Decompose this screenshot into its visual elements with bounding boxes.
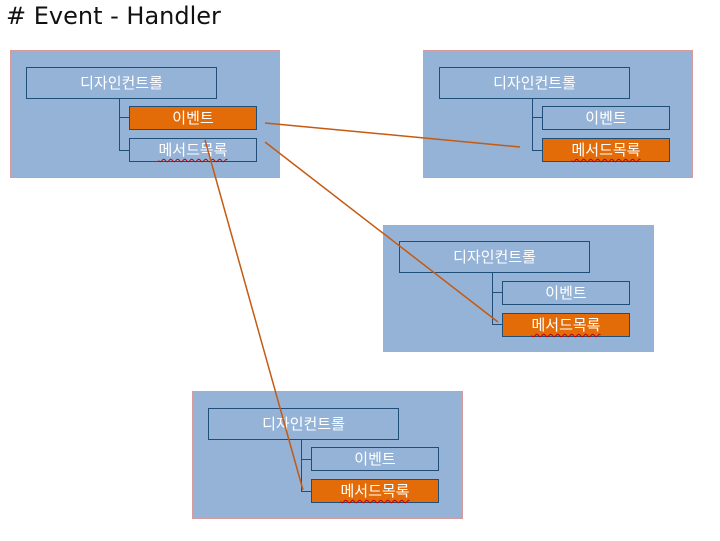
connector-to-bottom — [204, 139, 304, 491]
event-box: 이벤트 — [311, 447, 439, 471]
design-control-box: 디자인컨트롤 — [26, 67, 217, 99]
tree-branch — [119, 117, 129, 118]
methods-box: 메서드목록 — [502, 313, 630, 337]
tree-branch — [301, 459, 311, 460]
tree-line — [301, 440, 302, 492]
tree-branch — [532, 117, 542, 118]
design-control-box: 디자인컨트롤 — [399, 241, 590, 273]
connector-to-top-right — [264, 122, 521, 148]
tree-branch — [119, 150, 129, 151]
methods-box: 메서드목록 — [129, 138, 257, 162]
event-box: 이벤트 — [542, 106, 670, 130]
connector-to-middle-right — [264, 141, 499, 323]
tree-branch — [301, 491, 311, 492]
event-box: 이벤트 — [129, 106, 257, 130]
source-panel: 디자인컨트롤 이벤트 메서드목록 — [10, 50, 280, 178]
tree-line — [532, 99, 533, 151]
methods-box: 메서드목록 — [311, 479, 439, 503]
tree-branch — [532, 150, 542, 151]
tree-line — [119, 99, 120, 151]
tree-branch — [492, 292, 502, 293]
event-box: 이벤트 — [502, 281, 630, 305]
methods-box: 메서드목록 — [542, 138, 670, 162]
design-control-box: 디자인컨트롤 — [439, 67, 630, 99]
design-control-box: 디자인컨트롤 — [208, 408, 399, 440]
target-panel-middle-right: 디자인컨트롤 이벤트 메서드목록 — [383, 225, 654, 352]
target-panel-top-right: 디자인컨트롤 이벤트 메서드목록 — [423, 50, 693, 178]
target-panel-bottom: 디자인컨트롤 이벤트 메서드목록 — [192, 391, 463, 519]
tree-line — [492, 273, 493, 325]
page-title: # Event - Handler — [6, 2, 221, 30]
tree-branch — [492, 324, 502, 325]
